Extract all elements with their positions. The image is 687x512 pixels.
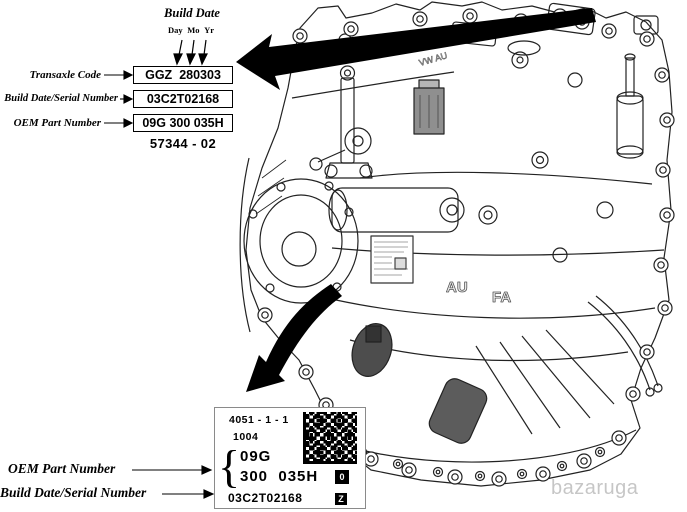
sticker-code-line1: 4051 - 1 - 1 bbox=[229, 414, 289, 426]
casting-number: 57344 - 02 bbox=[149, 136, 217, 151]
sticker-code-line2: 1004 bbox=[233, 431, 259, 443]
transaxle-code-label: Transaxle Code bbox=[29, 69, 101, 81]
callout-arrows-icon bbox=[104, 70, 215, 499]
build-date-col-mo: Mo bbox=[187, 25, 200, 35]
sticker-flag-z: Z bbox=[335, 493, 347, 505]
case-marking-au: AU bbox=[446, 279, 468, 296]
serial-number-label: Build Date/Serial Number bbox=[4, 93, 118, 104]
serial-number-callout: Build Date/Serial Number bbox=[0, 485, 147, 500]
transaxle-illustration: AU FA VW AU bbox=[239, 1, 675, 487]
oem-part-number-box: 09G 300 035H bbox=[133, 114, 233, 132]
build-date-title: Build Date bbox=[164, 6, 220, 20]
serial-number-box: 03C2T02168 bbox=[133, 90, 233, 108]
identification-sticker: 4051 - 1 - 1 1004 { 09G 300 035H 03C2T02… bbox=[214, 407, 366, 509]
oem-part-number-value: 09G 300 035H bbox=[142, 116, 224, 130]
sticker-oem-line1: 09G bbox=[240, 448, 272, 465]
sticker-serial-number: 03C2T02168 bbox=[228, 491, 303, 505]
arrow-to-transaxle-icon bbox=[236, 8, 596, 90]
sticker-flag-0: 0 bbox=[335, 470, 349, 484]
transaxle-code-value: GGZ bbox=[145, 68, 173, 82]
datamatrix-code-icon bbox=[303, 412, 357, 464]
arrow-to-sticker-icon bbox=[246, 284, 342, 392]
case-label-patch bbox=[370, 235, 414, 284]
oem-part-number-label: OEM Part Number bbox=[13, 117, 101, 129]
build-date-col-day: Day bbox=[168, 25, 183, 35]
watermark: bazaruga bbox=[551, 477, 639, 499]
build-date-digits: 280303 bbox=[179, 68, 221, 82]
sticker-oem-line2: 300 035H bbox=[240, 468, 319, 485]
build-date-columns: Day Mo Yr bbox=[168, 25, 214, 35]
case-marking-fa: FA bbox=[492, 289, 511, 306]
oem-part-number-callout: OEM Part Number bbox=[8, 461, 116, 476]
build-date-col-yr: Yr bbox=[204, 25, 214, 35]
build-date-pointer-arrows-icon bbox=[173, 39, 208, 66]
serial-number-value: 03C2T02168 bbox=[146, 92, 220, 106]
brace-icon: { bbox=[218, 441, 241, 492]
transaxle-code-box: GGZ 280303 bbox=[133, 66, 233, 84]
